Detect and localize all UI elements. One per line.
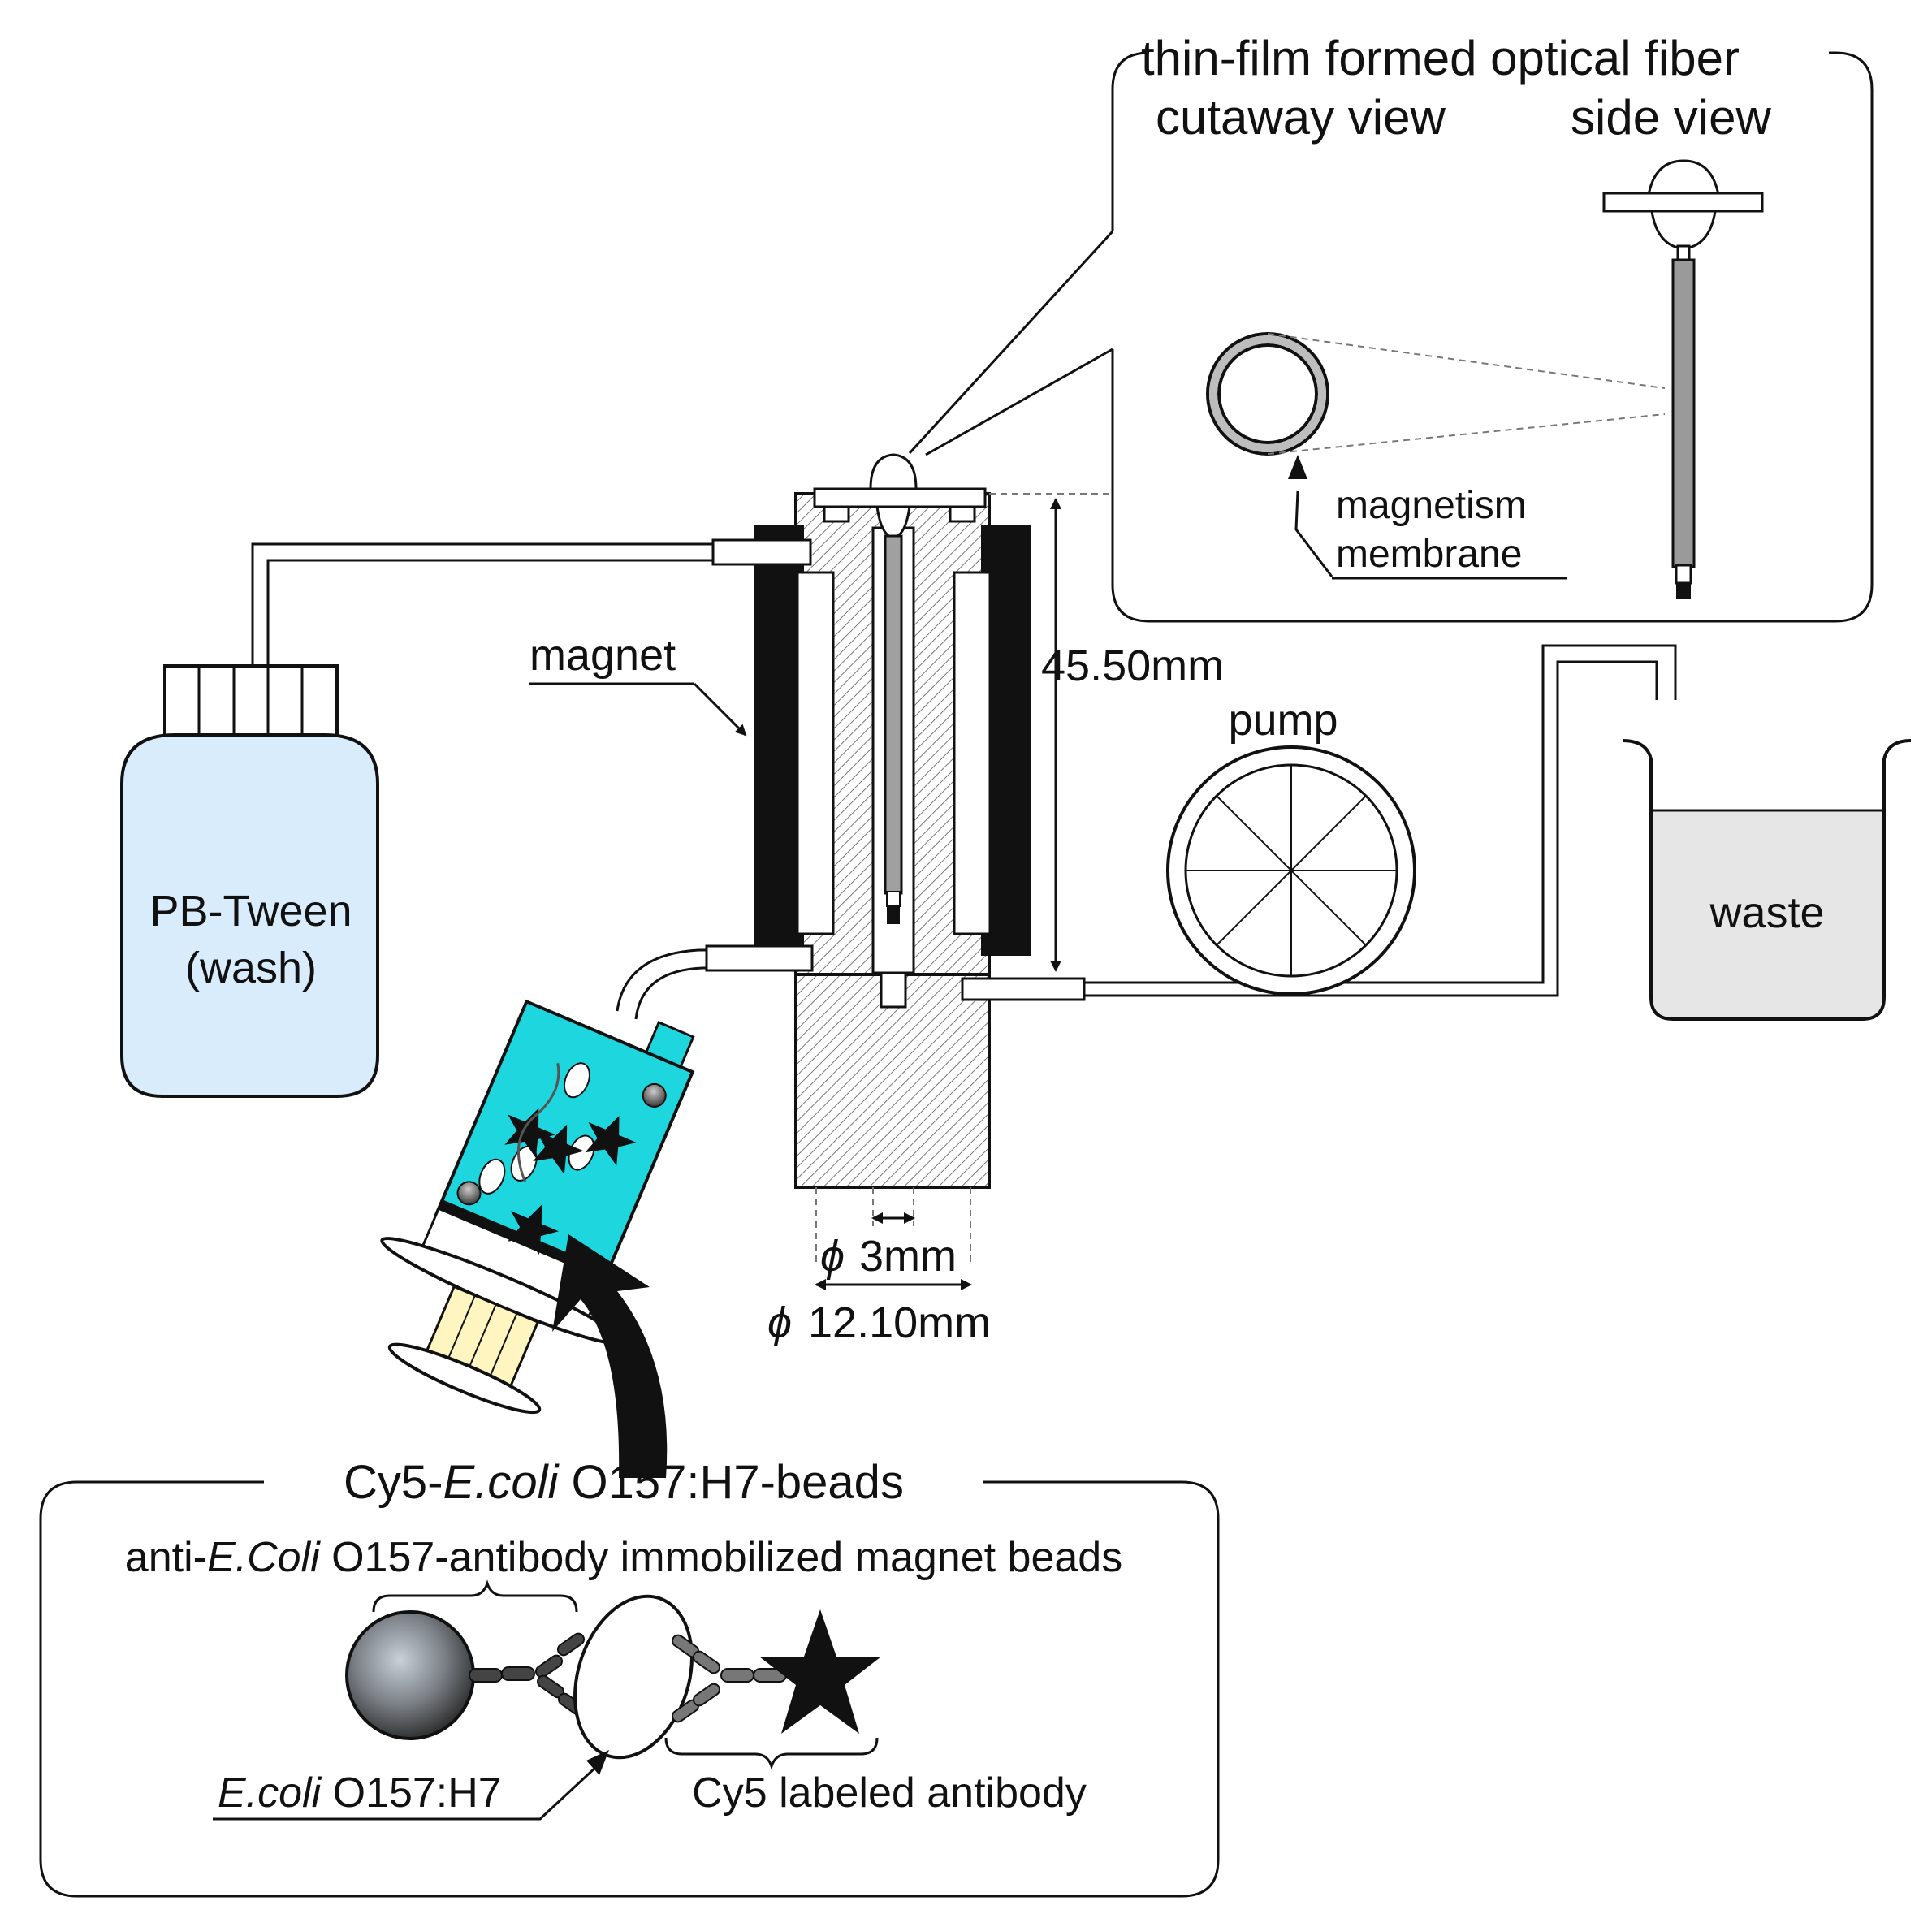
pump-label: pump <box>1228 696 1338 745</box>
height-dimension-label: 45.50mm <box>1041 642 1224 690</box>
waste-label: waste <box>1709 888 1824 937</box>
capture-antibody <box>469 1632 586 1717</box>
cutaway-caption: cutaway view <box>1156 90 1446 145</box>
membrane-label-line2: membrane <box>1336 533 1522 576</box>
magnet-label: magnet <box>529 631 676 680</box>
legend-panel: Cy5-E.coli O157:H7-beads anti-E.Coli O15… <box>39 1456 1220 1898</box>
outer-diameter-label: 12.10mm <box>808 1298 991 1347</box>
bottle-label-line1: PB-Tween <box>149 887 352 935</box>
bottle-label-line2: (wash) <box>185 944 317 992</box>
antibody-brace <box>664 1737 879 1770</box>
cy5-antibody <box>671 1634 787 1723</box>
phi-symbol-outer: ϕ <box>767 1298 792 1347</box>
inset-title: thin-film formed optical fiber <box>1141 31 1740 85</box>
loading-arrow <box>552 1234 668 1478</box>
membrane-pointer <box>1294 490 1333 577</box>
fiber-side-view <box>1602 159 1764 599</box>
optical-fiber <box>884 534 903 895</box>
legend-title: Cy5-E.coli O157:H7-beads <box>344 1456 904 1509</box>
callout-line-lower <box>925 348 1113 456</box>
phi-symbol-inner: ϕ <box>820 1232 845 1281</box>
magnet-bead <box>345 1610 475 1740</box>
antibody-label: Cy5 labeled antibody <box>692 1769 1087 1817</box>
cy5-star <box>759 1609 881 1734</box>
tubing <box>251 542 1677 1020</box>
membrane-label-line1: magnetism <box>1336 484 1527 527</box>
beads-brace <box>372 1579 578 1613</box>
inner-diameter-label: 3mm <box>859 1232 957 1281</box>
inset-panel: thin-film formed optical fiber cutaway v… <box>908 31 1874 623</box>
fiber-cutaway-ring <box>1206 332 1329 456</box>
pump: pump <box>1166 696 1416 996</box>
syringe <box>380 999 695 1415</box>
callout-line-upper <box>908 230 1114 455</box>
wash-bottle: PB-Tween (wash) <box>120 664 379 1098</box>
magnet-pointer <box>693 682 747 737</box>
beads-label: anti-E.Coli O157-antibody immobilized ma… <box>125 1534 1122 1581</box>
flow-cell <box>705 453 1109 1267</box>
waste-beaker: waste <box>1622 739 1912 1021</box>
magnet-left <box>754 525 804 956</box>
ecoli-cell <box>573 1594 694 1760</box>
side-view-caption: side view <box>1571 90 1771 145</box>
ecoli-label: E.coli O157:H7 <box>218 1769 502 1817</box>
